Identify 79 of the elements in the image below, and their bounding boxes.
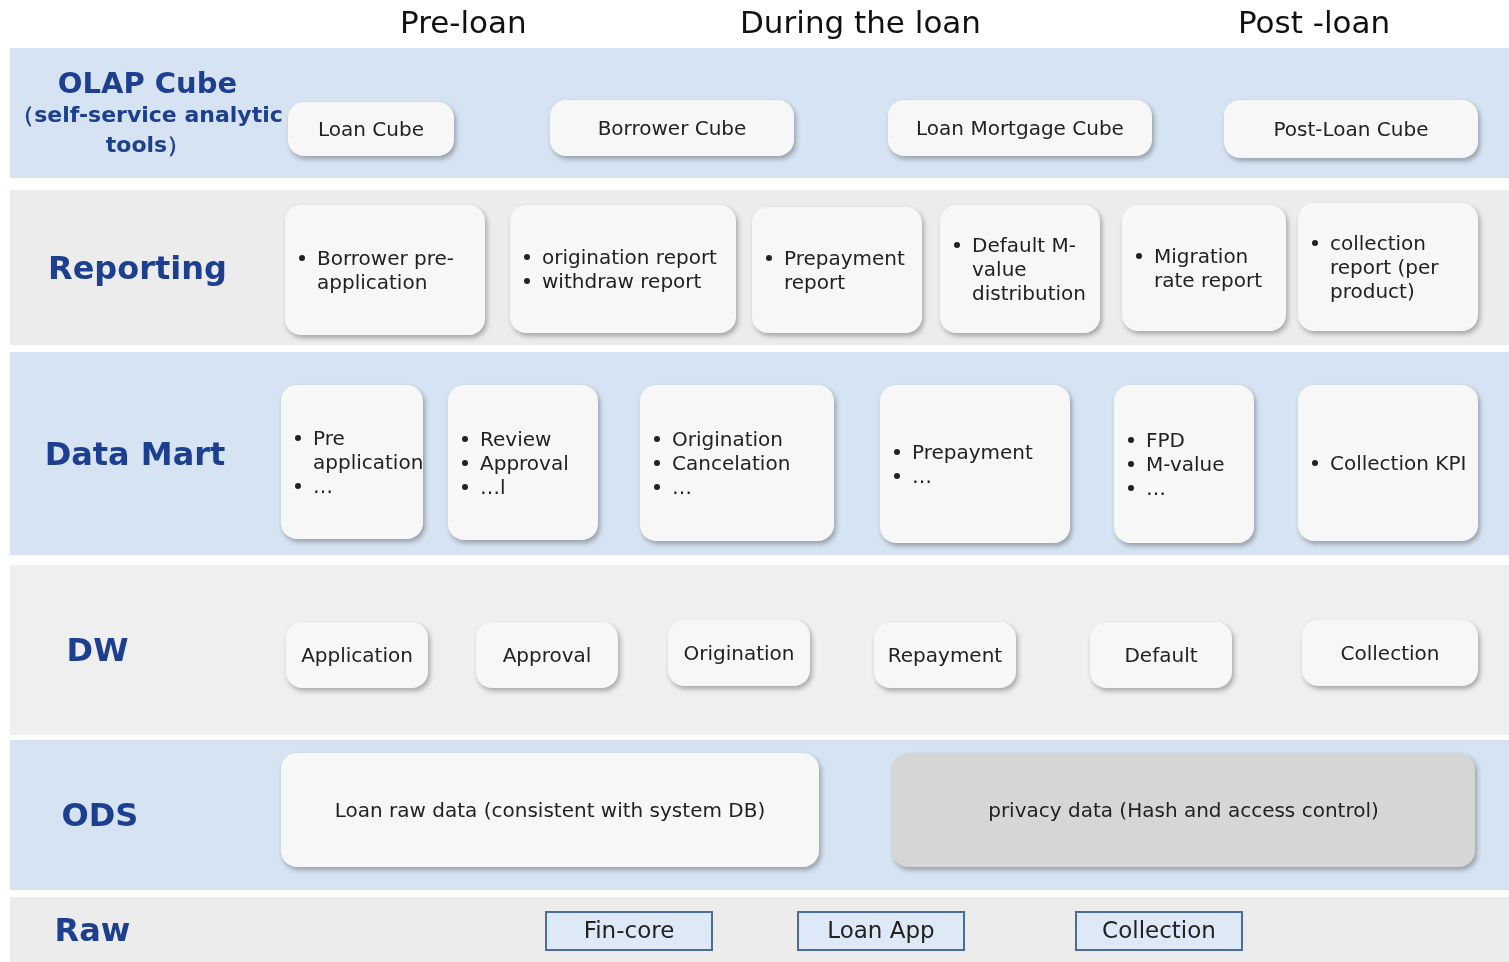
box-label: Collection (1102, 917, 1216, 945)
bullet-item: Approval (480, 450, 569, 475)
component-box (1298, 385, 1478, 541)
component-box (888, 100, 1152, 156)
bullet-item: Collection KPI (1330, 451, 1467, 475)
box-label: privacy data (Hash and access control) (988, 798, 1379, 822)
box-label: Loan raw data (consistent with system DB) (334, 798, 766, 822)
component-box (1090, 622, 1232, 688)
box-label: Application (301, 643, 413, 667)
box-label: Fin-core (583, 917, 675, 945)
box-label: Loan App (827, 917, 935, 945)
box-label: Collection (1340, 641, 1440, 665)
component-box (1298, 203, 1478, 331)
component-box (874, 622, 1016, 688)
source-box (797, 911, 965, 951)
bullet-item: Review (480, 426, 552, 451)
bullet-item: M-value (1146, 452, 1225, 476)
layer-band (10, 352, 1509, 555)
component-box (940, 205, 1100, 333)
box-label: Loan Mortgage Cube (916, 116, 1124, 140)
component-box (1114, 385, 1254, 543)
bullet-item: Migration rate report (1154, 244, 1264, 292)
component-box (550, 100, 794, 156)
layer-title: ODS (60, 796, 140, 834)
phase-heading: Post -loan (1238, 4, 1391, 40)
component-box (1224, 100, 1478, 158)
source-box (545, 911, 713, 951)
component-box (288, 102, 454, 156)
phase-heading: Pre-loan (400, 4, 527, 40)
bullet-item: … (912, 464, 932, 488)
layer-title: DW (65, 631, 130, 669)
bullet-item: … (313, 474, 333, 498)
component-box (1122, 205, 1286, 331)
layer-subtitle: （self-service analytic tools） (11, 101, 284, 159)
box-label: Post-Loan Cube (1273, 117, 1429, 141)
component-box (640, 385, 834, 541)
component-box (285, 205, 485, 335)
bullet-item: Prepayment (912, 440, 1033, 464)
layer-band (10, 897, 1509, 962)
bullet-item: Prepayment report (784, 246, 906, 294)
layer-band (10, 48, 1509, 178)
bullet-item: … (1146, 476, 1166, 500)
component-box (281, 753, 819, 867)
layer-title: OLAP Cube (56, 66, 239, 100)
bullet-item: collection report (per product) (1330, 231, 1440, 303)
bullet-item: Default M-value distribution (972, 233, 1087, 305)
box-label: Borrower Cube (597, 116, 747, 140)
layer-title: Data Mart (43, 434, 227, 473)
bullet-item: Pre application (313, 426, 424, 474)
component-box (880, 385, 1070, 543)
component-box (668, 620, 810, 686)
bullet-item: Borrower pre-application (317, 246, 456, 294)
bullet-item: FPD (1146, 428, 1185, 452)
bullet-item: … (672, 475, 692, 499)
layer-band (10, 190, 1509, 345)
component-box (281, 385, 423, 539)
component-box (286, 622, 428, 688)
box-label: Repayment (887, 643, 1003, 667)
component-box (510, 205, 736, 333)
bullet-item: origination report (542, 245, 717, 269)
box-label: Approval (502, 643, 592, 667)
bullet-item: withdraw report (542, 269, 702, 293)
box-label: Origination (683, 641, 795, 665)
bullet-item: Cancelation (672, 451, 791, 475)
component-box (1302, 620, 1478, 686)
source-box (1075, 911, 1243, 951)
layer-band (10, 565, 1509, 735)
layer-title: Reporting (47, 248, 228, 287)
phase-heading: During the loan (740, 4, 981, 40)
box-label: Default (1124, 643, 1198, 667)
component-box (752, 207, 922, 333)
layer-title: Raw (53, 910, 132, 949)
component-box (448, 385, 598, 540)
component-box (476, 622, 618, 688)
layer-band (10, 740, 1509, 890)
box-label: Loan Cube (318, 117, 424, 141)
bullet-item: Origination (672, 427, 783, 451)
bullet-item: …l (480, 474, 506, 499)
component-box (892, 753, 1475, 867)
